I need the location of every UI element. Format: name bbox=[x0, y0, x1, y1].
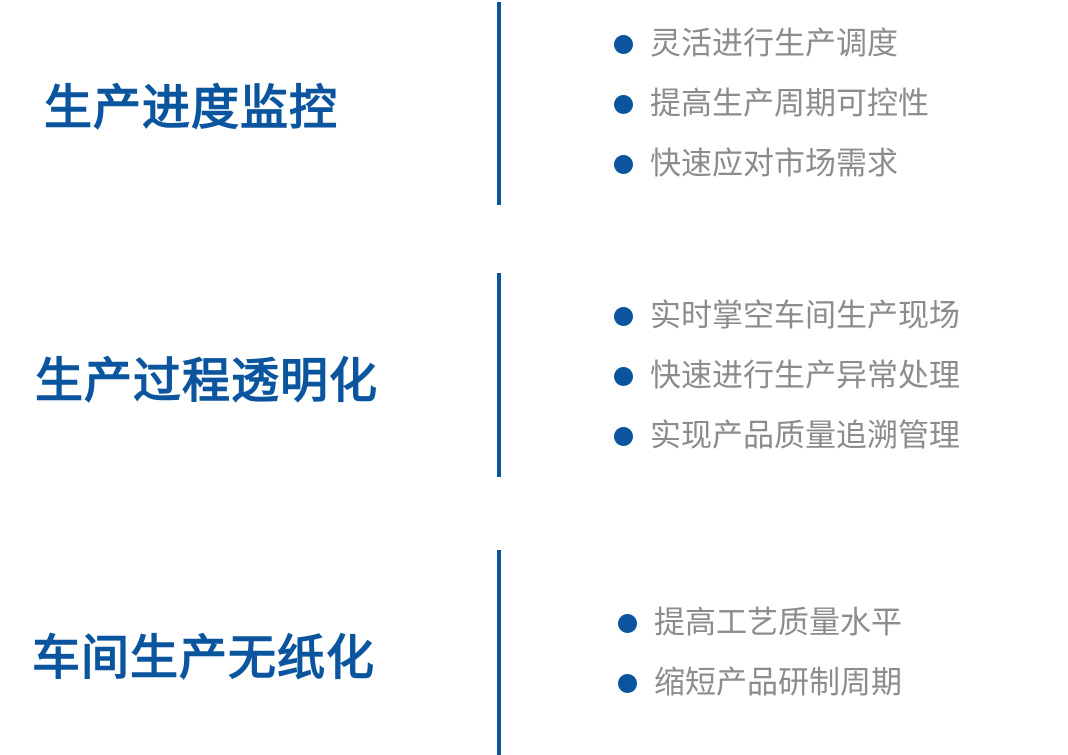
list-item-label: 实时掌空车间生产现场 bbox=[650, 297, 960, 334]
list-item-label: 缩短产品研制周期 bbox=[654, 664, 902, 701]
divider-line bbox=[497, 273, 501, 477]
list-item: 缩短产品研制周期 bbox=[618, 663, 902, 703]
list-item-label: 快速进行生产异常处理 bbox=[650, 357, 960, 394]
section-title: 生产进度监控 bbox=[44, 80, 339, 136]
bullet-icon bbox=[614, 154, 633, 174]
list-item-label: 灵活进行生产调度 bbox=[650, 25, 898, 62]
bullet-icon bbox=[614, 426, 633, 446]
bullet-icon bbox=[614, 94, 633, 114]
list-item: 灵活进行生产调度 bbox=[614, 24, 898, 64]
list-item: 提高工艺质量水平 bbox=[618, 603, 902, 643]
list-item: 提高生产周期可控性 bbox=[614, 84, 929, 124]
bullet-icon bbox=[614, 366, 633, 386]
list-item-label: 快速应对市场需求 bbox=[650, 145, 898, 182]
list-item: 快速应对市场需求 bbox=[614, 144, 898, 184]
divider-line bbox=[497, 2, 501, 205]
bullet-icon bbox=[614, 34, 633, 54]
list-item: 实时掌空车间生产现场 bbox=[614, 296, 960, 336]
bullet-icon bbox=[614, 306, 633, 326]
list-item: 快速进行生产异常处理 bbox=[614, 356, 960, 396]
divider-line bbox=[497, 550, 501, 755]
list-item-label: 提高工艺质量水平 bbox=[654, 604, 902, 641]
bullet-icon bbox=[618, 673, 637, 693]
section-title: 车间生产无纸化 bbox=[32, 630, 376, 686]
bullet-icon bbox=[618, 613, 637, 633]
list-item: 实现产品质量追溯管理 bbox=[614, 416, 960, 456]
list-item-label: 实现产品质量追溯管理 bbox=[650, 417, 960, 454]
section-title: 生产过程透明化 bbox=[35, 353, 379, 409]
list-item-label: 提高生产周期可控性 bbox=[650, 85, 929, 122]
